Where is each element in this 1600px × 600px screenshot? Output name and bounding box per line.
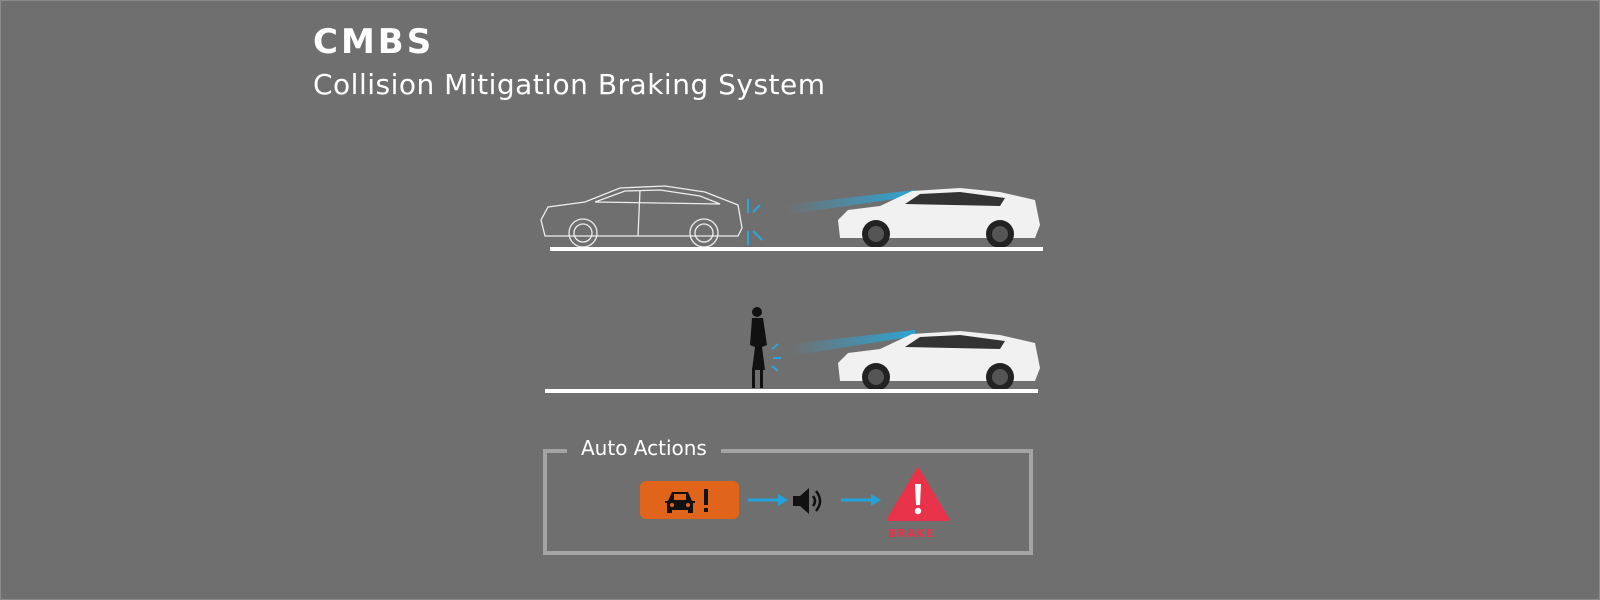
page-title: CMBS [313, 22, 435, 62]
auto-actions-label: Auto Actions [567, 436, 721, 460]
white-car [838, 331, 1040, 391]
brake-label: BRAKE [888, 527, 935, 540]
road-line [550, 247, 1043, 251]
arrow-icon [841, 494, 881, 506]
detection-lines [771, 343, 781, 372]
sensor-beam [785, 190, 915, 215]
outline-car [540, 185, 743, 248]
speaker-icon [793, 488, 822, 514]
road-line [545, 389, 1038, 393]
page-subtitle: Collision Mitigation Braking System [313, 68, 826, 101]
pedestrian [750, 307, 767, 388]
car-warning-icon [640, 481, 739, 519]
white-car [838, 188, 1040, 248]
impact-lines [747, 199, 763, 245]
auto-actions-box [543, 449, 1033, 555]
sensor-beam [790, 330, 915, 356]
arrow-icon [748, 494, 788, 506]
brake-warning-icon [887, 468, 949, 521]
